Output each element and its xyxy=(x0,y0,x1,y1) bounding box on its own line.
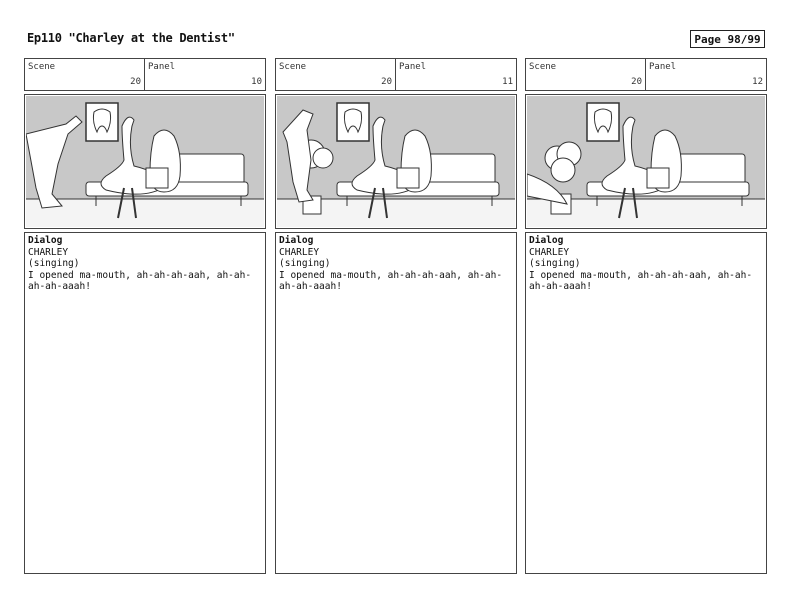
panel-cell: Panel 12 xyxy=(646,59,766,90)
panel-header: Scene 20 Panel 12 xyxy=(525,58,767,91)
scene-label: Scene xyxy=(28,62,56,72)
scene-cell: Scene 20 xyxy=(276,59,396,90)
scene-number: 20 xyxy=(381,77,392,87)
panel-column-1: Scene 20 Panel 10 xyxy=(24,58,266,574)
dialog-heading: Dialog xyxy=(529,235,564,246)
panel-number: 12 xyxy=(752,77,763,87)
panel-label: Panel xyxy=(649,62,677,72)
dialog-line: I opened ma-mouth, ah-ah-ah-aah, ah-ah-a… xyxy=(529,269,753,293)
page-number: Page 98/99 xyxy=(690,30,765,48)
dialog-box: Dialog CHARLEY (singing) I opened ma-mou… xyxy=(525,232,767,574)
dialog-character: CHARLEY xyxy=(529,246,570,258)
episode-title: Ep110 "Charley at the Dentist" xyxy=(27,31,235,45)
panel-header: Scene 20 Panel 11 xyxy=(275,58,517,91)
panel-number: 10 xyxy=(251,77,262,87)
panel-column-3: Scene 20 Panel 12 xyxy=(525,58,767,574)
dialog-box: Dialog CHARLEY (singing) I opened ma-mou… xyxy=(275,232,517,574)
storyboard-frame xyxy=(525,94,767,229)
dialog-direction: (singing) xyxy=(279,258,331,269)
dialog-direction: (singing) xyxy=(28,258,80,269)
dialog-line: I opened ma-mouth, ah-ah-ah-aah, ah-ah-a… xyxy=(279,269,503,293)
panel-cell: Panel 10 xyxy=(145,59,265,90)
dialog-box: Dialog CHARLEY (singing) I opened ma-mou… xyxy=(24,232,266,574)
scene-label: Scene xyxy=(279,62,307,72)
storyboard-drawing xyxy=(26,96,264,227)
panel-cell: Panel 11 xyxy=(396,59,516,90)
scene-label: Scene xyxy=(529,62,557,72)
dialog-heading: Dialog xyxy=(28,235,63,246)
scene-number: 20 xyxy=(130,77,141,87)
dialog-line: I opened ma-mouth, ah-ah-ah-aah, ah-ah-a… xyxy=(28,269,252,293)
storyboard-drawing xyxy=(277,96,515,227)
panel-column-2: Scene 20 Panel 11 xyxy=(275,58,517,574)
dialog-character: CHARLEY xyxy=(279,246,320,258)
scene-cell: Scene 20 xyxy=(526,59,646,90)
scene-number: 20 xyxy=(631,77,642,87)
storyboard-frame xyxy=(24,94,266,229)
panel-label: Panel xyxy=(148,62,176,72)
storyboard-frame xyxy=(275,94,517,229)
panel-label: Panel xyxy=(399,62,427,72)
dialog-heading: Dialog xyxy=(279,235,314,246)
panel-header: Scene 20 Panel 10 xyxy=(24,58,266,91)
dialog-character: CHARLEY xyxy=(28,246,69,258)
panel-number: 11 xyxy=(502,77,513,87)
scene-cell: Scene 20 xyxy=(25,59,145,90)
dialog-direction: (singing) xyxy=(529,258,581,269)
storyboard-drawing xyxy=(527,96,765,227)
